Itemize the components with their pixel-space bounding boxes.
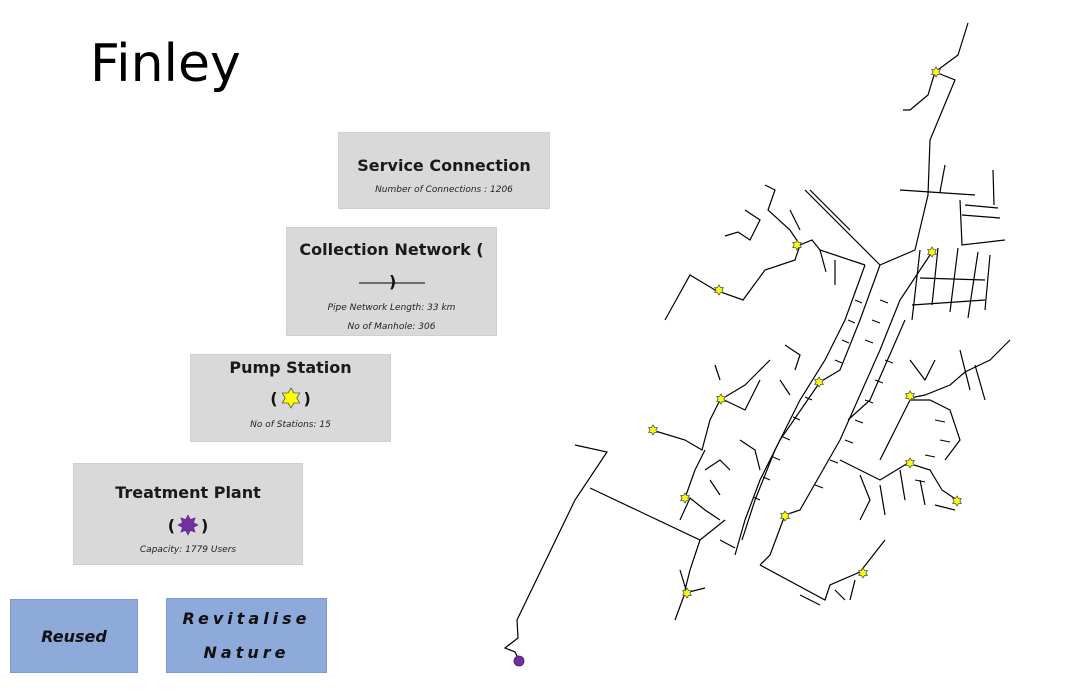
pump-station-title: Pump Station — [229, 358, 352, 377]
pipe-network — [503, 22, 1011, 661]
collection-network-card: Collection Network ( ) Pipe Network Leng… — [286, 227, 497, 336]
plant-open-paren: ( — [167, 515, 175, 535]
pump-close-paren: ) — [303, 388, 311, 408]
pump-station-icon — [716, 393, 726, 405]
treatment-plant-marker-icon — [513, 655, 525, 667]
treatment-plant-card: Treatment Plant ( ) Capacity: 1779 Users — [73, 463, 303, 565]
reused-label: Reused — [41, 626, 107, 646]
pump-station-count: No of Stations: 15 — [250, 420, 331, 430]
pump-station-icon — [780, 510, 790, 522]
service-connection-title: Service Connection — [357, 156, 531, 175]
nature-label: Nature — [203, 642, 290, 662]
treatment-plant-burst-icon — [177, 514, 199, 536]
pump-open-paren: ( — [270, 388, 278, 408]
service-connection-card: Service Connection Number of Connections… — [338, 132, 550, 209]
pipe-length: Pipe Network Length: 33 km — [327, 303, 456, 313]
treatment-plant-symbol-row: ( ) — [74, 514, 302, 536]
treatment-plant-title: Treatment Plant — [115, 483, 261, 502]
pump-stations — [648, 66, 962, 599]
service-connection-count: Number of Connections : 1206 — [375, 185, 513, 195]
plant-close-paren: ) — [201, 515, 209, 535]
pump-station-icon — [952, 495, 962, 507]
pump-station-icon — [680, 492, 690, 504]
page-title: Finley — [90, 34, 241, 94]
manhole-count: No of Manhole: 306 — [347, 322, 436, 332]
reused-button[interactable]: Reused — [10, 599, 138, 673]
pump-station-icon — [905, 390, 915, 402]
pump-station-star-icon — [281, 387, 300, 409]
collection-network-close: ) — [389, 272, 396, 290]
pump-station-icon — [714, 284, 724, 296]
revitalise-nature-button[interactable]: Revitalise Nature — [166, 598, 327, 673]
sewer-network-map — [503, 22, 1011, 667]
collection-network-title: Collection Network ( — [299, 240, 484, 259]
pump-station-icon — [682, 587, 692, 599]
treatment-plant-capacity: Capacity: 1779 Users — [139, 545, 237, 555]
pump-station-icon — [814, 376, 824, 388]
pump-station-icon — [927, 246, 937, 258]
pump-station-icon — [858, 567, 868, 579]
pump-station-icon — [648, 424, 658, 436]
revitalise-label: Revitalise — [182, 608, 311, 628]
pump-station-icon — [905, 457, 915, 469]
pipe-stubs — [752, 299, 951, 501]
pump-station-symbol-row: ( ) — [191, 387, 390, 409]
pump-station-icon — [931, 66, 941, 78]
pipe-line-icon: ) — [359, 272, 425, 290]
pump-station-card: Pump Station ( ) No of Stations: 15 — [190, 354, 391, 442]
pump-station-icon — [792, 239, 802, 251]
